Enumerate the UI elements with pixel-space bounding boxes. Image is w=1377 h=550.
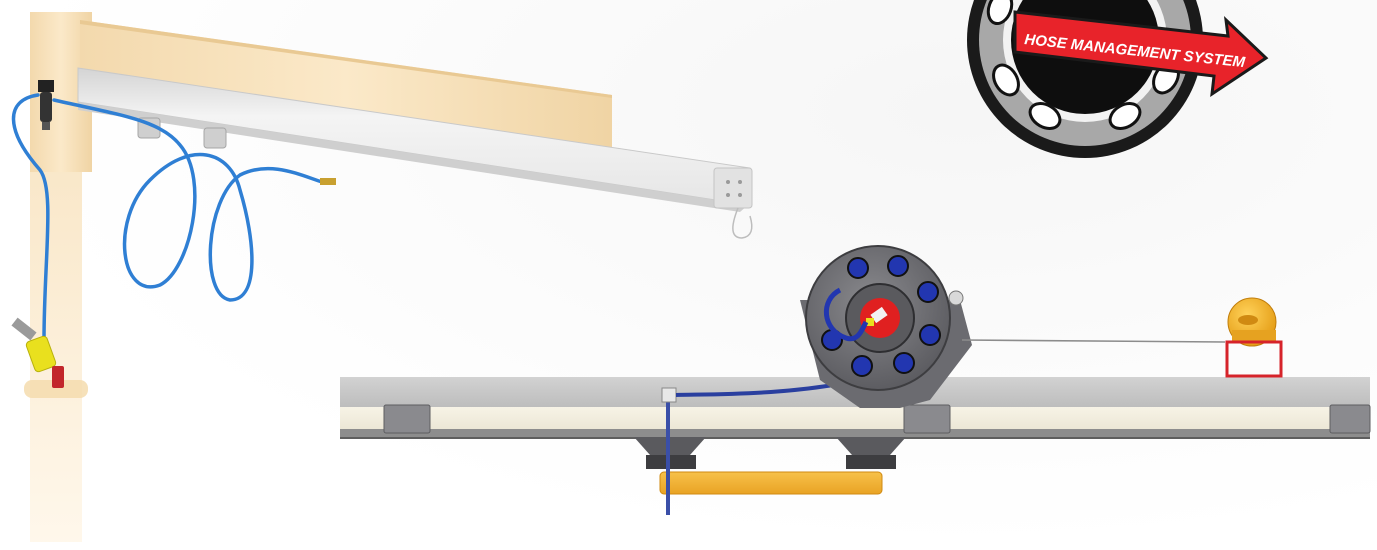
jib-crane	[11, 12, 753, 542]
hose-reel	[800, 245, 972, 408]
jib-boom	[80, 20, 612, 150]
track-bottom-edge	[340, 429, 1370, 437]
reel-hose-wrap	[823, 287, 869, 342]
track-system	[340, 245, 1371, 515]
reel-holes	[821, 255, 941, 377]
track-splice-plates	[383, 404, 1371, 434]
logo-arrow	[1013, 10, 1269, 98]
balancer-tether	[961, 339, 1226, 343]
jib-column-collar	[24, 380, 88, 398]
jib-trolley	[137, 117, 227, 149]
hose-management-logo: HOSE MANAGEMENT SYSTEM	[967, 0, 1269, 158]
filter-regulator	[38, 80, 54, 130]
jib-hose	[11, 93, 324, 342]
boom-rail	[77, 67, 753, 239]
air-coupler	[11, 317, 64, 388]
jib-boom-shade	[80, 20, 612, 98]
spring-balancer	[1225, 297, 1283, 378]
hose-fitting	[320, 178, 336, 185]
hose-clamp	[661, 387, 677, 403]
trolley-beam	[659, 471, 883, 495]
balancer-stand	[1225, 340, 1283, 378]
track-hangers	[634, 437, 906, 469]
track-face	[340, 407, 1370, 429]
